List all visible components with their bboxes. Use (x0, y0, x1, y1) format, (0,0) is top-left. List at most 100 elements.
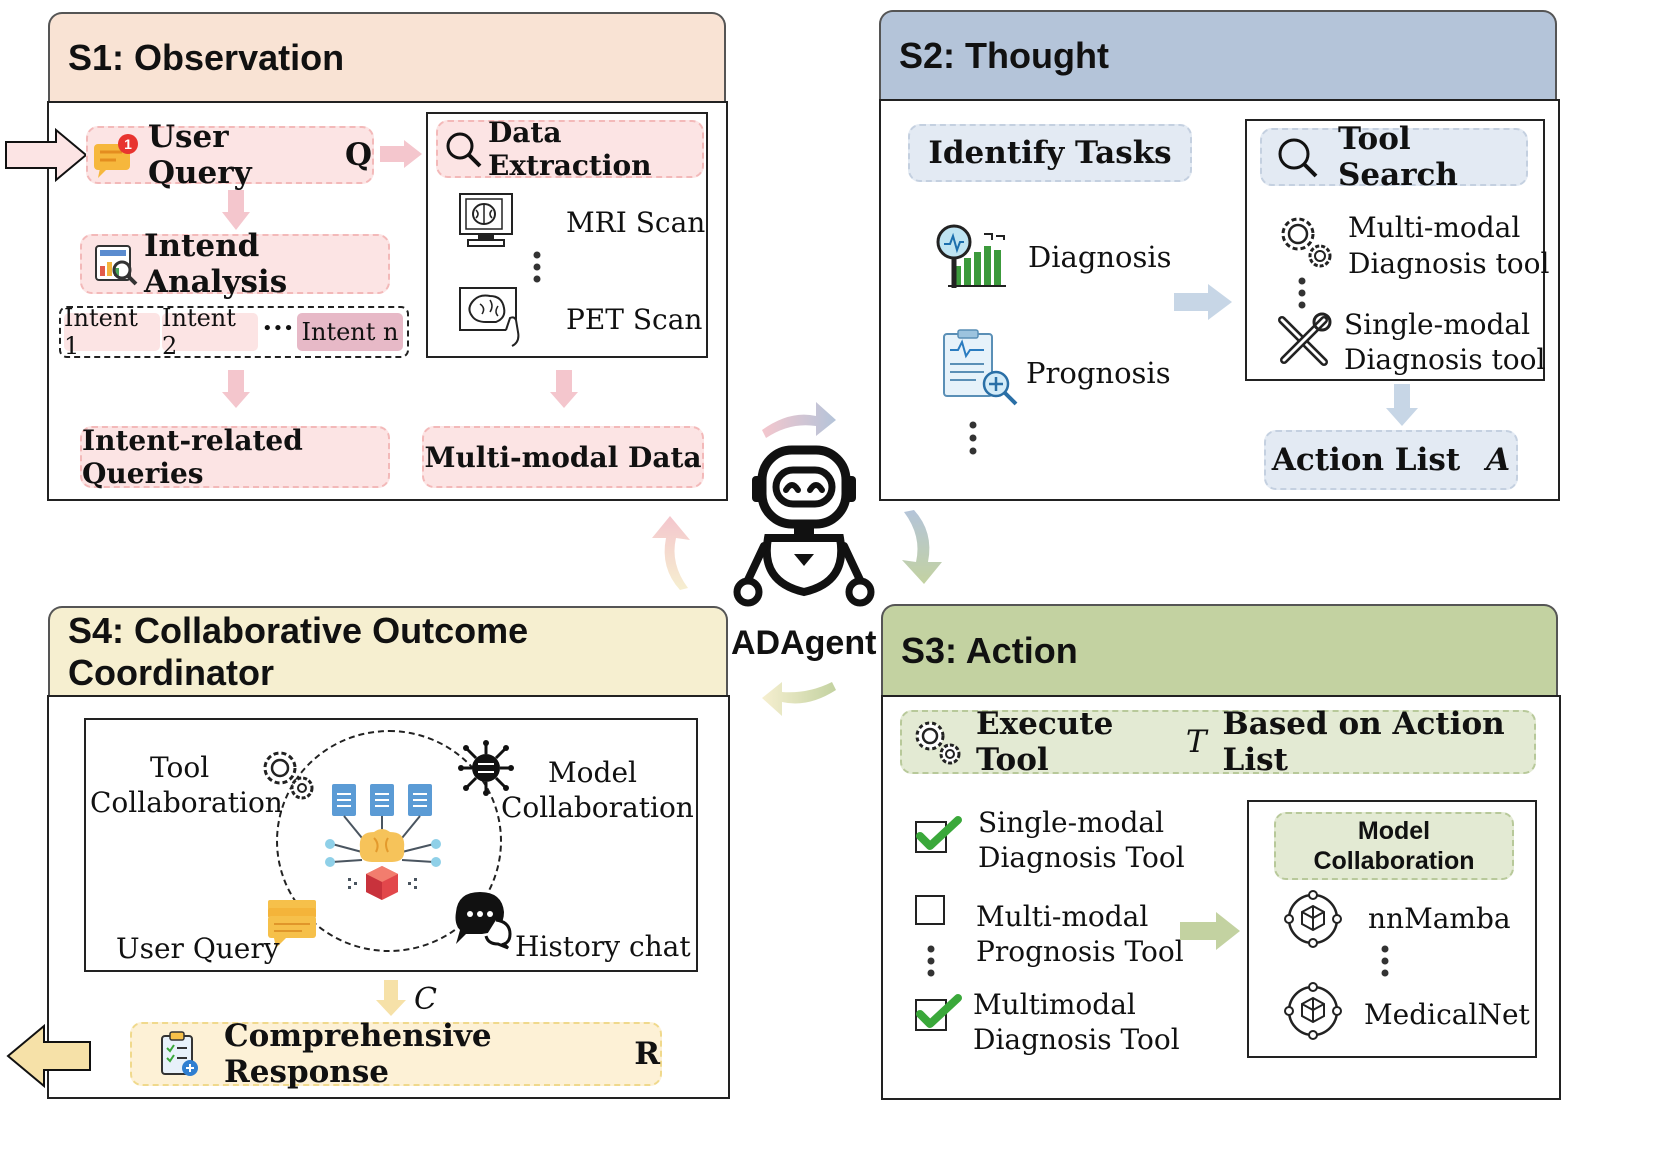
arrow-down-icon (376, 980, 406, 1016)
execute-suffix: Based on Action List (1222, 706, 1505, 778)
brain-network-icon (325, 784, 441, 900)
multimodal-data-label: Multi-modal Data (424, 440, 702, 474)
multi-tool-line1: Multi-modal (1348, 211, 1521, 244)
comprehensive-response-pill[interactable]: Comprehensive Response R (130, 1018, 662, 1090)
analysis-chart-icon (95, 245, 138, 286)
response-label: Comprehensive Response (224, 1018, 492, 1090)
execute-symbol: T (1185, 724, 1207, 760)
c-symbol: C (414, 982, 437, 1017)
single-tool-line2: Diagnosis tool (1344, 343, 1546, 376)
search-icon (446, 132, 482, 168)
checked-checkbox-icon[interactable] (914, 816, 964, 856)
checked-checkbox-icon[interactable] (914, 994, 964, 1034)
s3-item2-line2: Prognosis Tool (976, 935, 1184, 968)
data-extraction-label: Data Extraction (488, 116, 652, 182)
message-stack-icon (268, 900, 316, 948)
s4-user-query: User Query (116, 932, 280, 965)
cycle-arrow-bottom-icon (762, 682, 836, 716)
intent-1[interactable]: Intent 1 (64, 304, 160, 360)
search-icon (1278, 138, 1318, 178)
s3-item3-line1: Multimodal (973, 988, 1136, 1021)
identify-tasks-label: Identify Tasks (928, 135, 1172, 171)
arrow-down-icon (222, 370, 250, 408)
diagnosis-label: Diagnosis (1028, 240, 1172, 274)
agent-name: ADAgent (731, 624, 877, 662)
intents-box (59, 306, 409, 358)
network-model-icon (1284, 982, 1342, 1040)
chat-alert-icon: 1 (94, 134, 138, 178)
model-collab-line1-s4: Model (548, 756, 637, 789)
data-extraction-pill[interactable]: Data Extraction (436, 116, 704, 182)
network-model-icon (1284, 890, 1342, 948)
arrow-right-icon (1180, 912, 1240, 950)
s3-header: S3: Action (881, 604, 1558, 696)
action-list-label: Action List (1271, 442, 1461, 478)
execute-prefix: Execute Tool (976, 706, 1114, 778)
svg-text:1: 1 (124, 136, 132, 152)
pet-label: PET Scan (566, 303, 703, 336)
robot-icon (733, 445, 875, 607)
s2-header: S2: Thought (879, 10, 1557, 100)
mri-label: MRI Scan (566, 206, 706, 239)
pet-brain-icon (459, 287, 520, 347)
tools-icon (1278, 312, 1332, 366)
history-chat: History chat (515, 930, 691, 963)
intent-2[interactable]: Intent 2 (162, 304, 258, 360)
intent-related-label: Intent-related Queries (82, 424, 303, 490)
intend-analysis-pill[interactable]: Intend Analysis (80, 228, 390, 300)
arrow-right-icon (1174, 284, 1232, 320)
prognosis-label: Prognosis (1026, 356, 1171, 390)
prognosis-report-icon (943, 329, 1018, 406)
arrow-down-icon (550, 370, 578, 408)
model-collab-pill[interactable]: Model Collaboration (1274, 812, 1514, 880)
arrow-down-icon (222, 190, 250, 230)
model-medicalnet: MedicalNet (1364, 998, 1530, 1031)
user-query-label: User Query (148, 119, 252, 191)
intent-ellipsis: ••• (262, 318, 294, 339)
response-symbol: R (634, 1036, 660, 1072)
tool-search-label: Tool Search (1338, 121, 1458, 193)
action-symbol: A (1486, 442, 1511, 478)
s4-title: S4: Collaborative Outcome Coordinator (68, 610, 529, 693)
vertical-dots-icon (1381, 945, 1389, 977)
empty-checkbox-icon[interactable] (914, 894, 948, 928)
multi-tool-line2: Diagnosis tool (1348, 247, 1550, 280)
gears-icon (1281, 217, 1332, 268)
mri-monitor-icon (459, 193, 513, 247)
vertical-dots-icon (969, 421, 977, 455)
s1-title: S1: Observation (68, 37, 345, 78)
model-collab-line2-s4: Collaboration (501, 791, 694, 824)
model-collab-line2: Collaboration (1313, 847, 1475, 875)
cycle-arrow-left-icon (652, 516, 690, 590)
input-arrow-icon (5, 127, 88, 183)
execute-tool-pill[interactable]: Execute Tool T Based on Action List (900, 706, 1536, 778)
s3-item1-line2: Diagnosis Tool (978, 841, 1185, 874)
diagnosis-chart-icon (936, 224, 1006, 288)
intend-analysis-label: Intend Analysis (144, 228, 288, 300)
user-query-pill[interactable]: User Query Q (86, 119, 374, 191)
arrow-right-icon (380, 140, 422, 168)
tool-search-pill[interactable]: Tool Search (1260, 121, 1528, 193)
intent-related-queries-pill[interactable]: Intent-related Queries (80, 424, 390, 490)
action-list-pill[interactable]: Action List A (1264, 430, 1518, 490)
vertical-dots-icon (533, 251, 541, 283)
identify-tasks-pill[interactable]: Identify Tasks (908, 124, 1192, 182)
virus-model-icon (458, 740, 514, 796)
collab-circle (276, 730, 502, 952)
vertical-dots-icon (927, 945, 935, 977)
arrow-down-icon (1386, 384, 1418, 426)
single-tool-line1: Single-modal (1344, 308, 1531, 341)
s3-title: S3: Action (901, 630, 1078, 671)
cycle-arrow-right-icon (902, 510, 942, 584)
user-query-symbol: Q (344, 137, 372, 173)
multimodal-data-pill[interactable]: Multi-modal Data (422, 426, 704, 488)
s2-title: S2: Thought (899, 35, 1109, 76)
cycle-arrow-top-icon (762, 402, 836, 438)
s3-item3-line2: Diagnosis Tool (973, 1023, 1180, 1056)
intent-n[interactable]: Intent n (297, 313, 403, 351)
tool-collab-line2: Collaboration (90, 786, 283, 819)
gears-icon (915, 721, 961, 765)
model-nnmamba: nnMamba (1368, 902, 1511, 935)
s3-item1-line1: Single-modal (978, 806, 1165, 839)
vertical-dots-icon (1298, 277, 1306, 309)
